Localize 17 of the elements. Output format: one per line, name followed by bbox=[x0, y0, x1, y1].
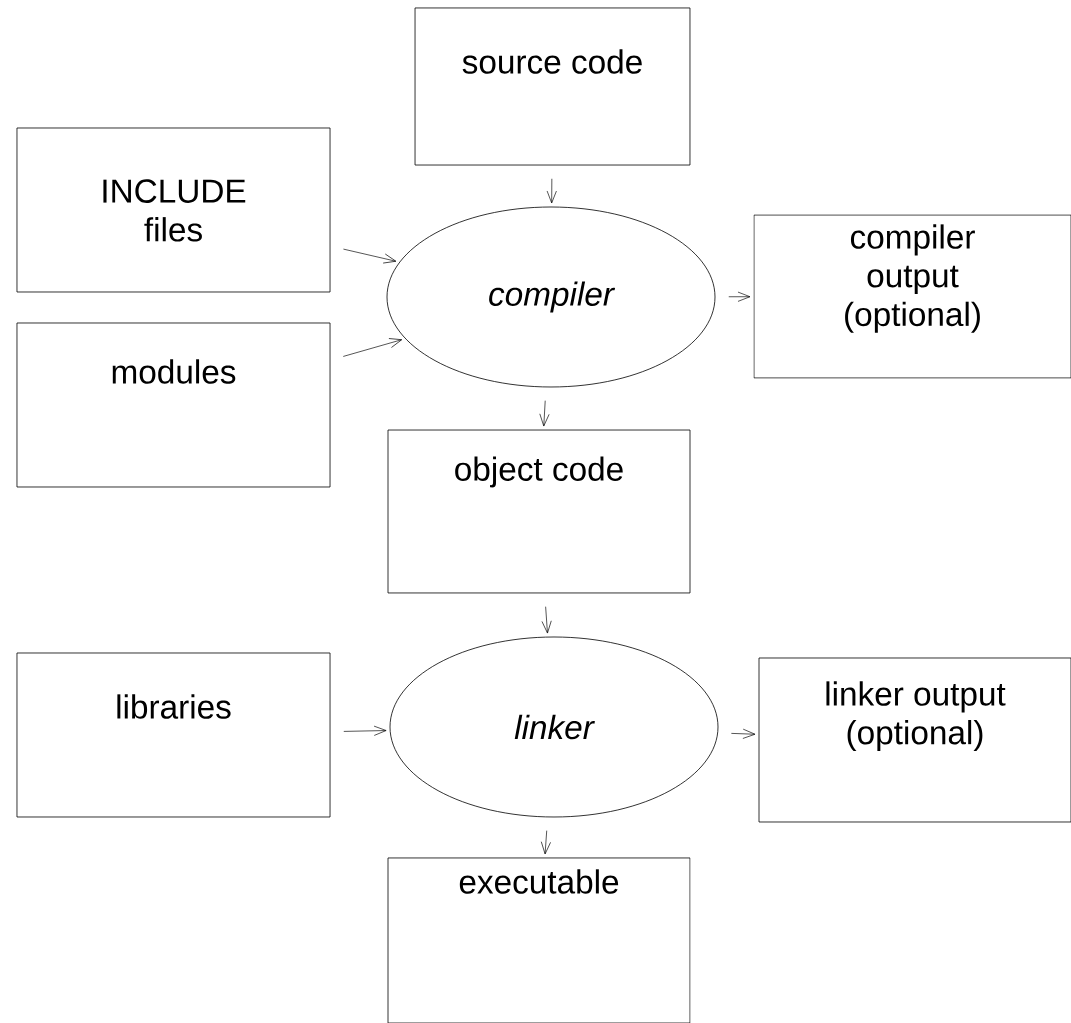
process-box: compiler output (optional) bbox=[753, 214, 1071, 379]
process-box: executable bbox=[387, 857, 691, 1023]
process-box: INCLUDE files bbox=[16, 127, 331, 293]
arrow bbox=[342, 338, 403, 357]
process-box: libraries bbox=[16, 652, 331, 818]
arrow bbox=[546, 178, 557, 204]
process-box: linker output (optional) bbox=[758, 657, 1071, 823]
arrow bbox=[343, 248, 397, 264]
arrow bbox=[540, 830, 551, 855]
process-box: object code bbox=[387, 429, 691, 594]
arrow bbox=[541, 606, 552, 634]
arrow bbox=[539, 400, 550, 427]
arrow bbox=[731, 728, 756, 739]
process-box: modules bbox=[16, 322, 331, 488]
process-box: source code bbox=[414, 7, 691, 166]
arrow bbox=[343, 725, 387, 736]
arrow bbox=[728, 291, 751, 302]
